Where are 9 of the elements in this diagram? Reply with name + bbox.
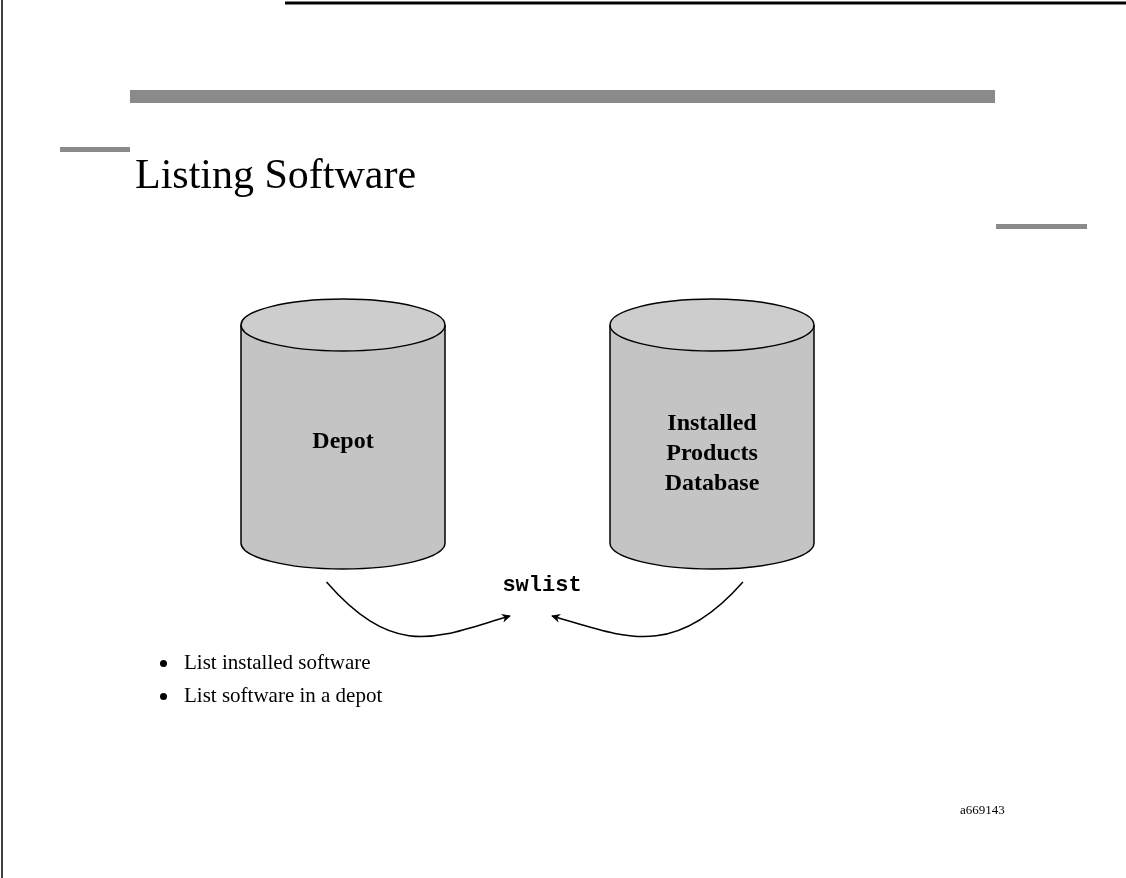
curved-arrow [551, 581, 744, 638]
bullet-text: List software in a depot [184, 683, 383, 708]
node-label: Installed Products Database [663, 408, 761, 497]
node-label: Depot [311, 426, 375, 455]
command-label: swlist [480, 572, 604, 608]
figure-id: a669143 [960, 802, 1005, 818]
slide-title: Listing Software [135, 150, 417, 198]
curved-arrow [325, 581, 511, 638]
bullet-text: List installed software [184, 650, 371, 675]
